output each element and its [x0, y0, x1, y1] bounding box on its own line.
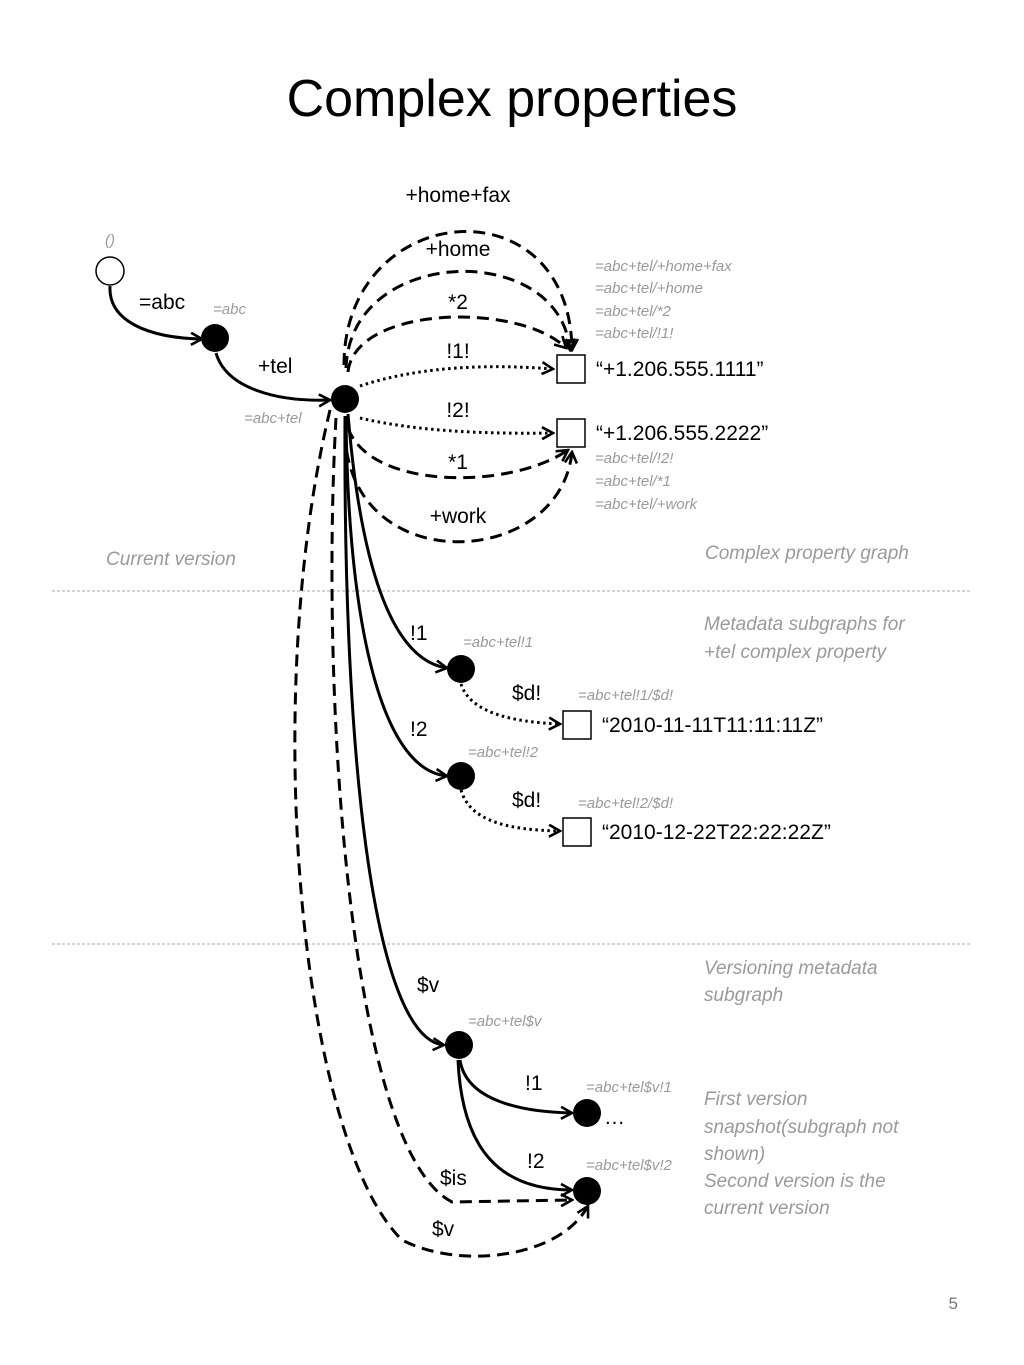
edge-star1 — [346, 427, 568, 480]
edge-two-bang — [359, 416, 553, 433]
tel1-node — [447, 655, 475, 683]
note-first-2: snapshot(subgraph not — [704, 1117, 899, 1138]
note-first-1: First version — [704, 1089, 807, 1110]
note-second-2: current version — [704, 1198, 830, 1219]
edge-label-v1: !1 — [525, 1072, 543, 1095]
note-versioning-2: subgraph — [704, 985, 783, 1006]
address-top-3: =abc+tel/*2 — [595, 303, 672, 320]
edge-label-star1: *1 — [448, 451, 468, 474]
address-abc-tel: =abc+tel — [244, 410, 302, 427]
slide-title: Complex properties — [287, 70, 738, 128]
address-telv: =abc+tel$v — [468, 1013, 543, 1030]
value-date1: “2010-11-11T11:11:11Z” — [602, 714, 823, 737]
edge-star2 — [346, 315, 566, 373]
edge-d2 — [459, 789, 560, 831]
address-tel2: =abc+tel!2 — [468, 744, 539, 761]
edge-tel — [214, 352, 330, 400]
edge-label-meta2: !2 — [410, 718, 428, 741]
address-bottom-1: =abc+tel/!2! — [595, 450, 674, 467]
edge-v2 — [456, 1059, 572, 1190]
edge-label-v: $v — [417, 974, 440, 997]
edge-home-fax — [342, 230, 572, 366]
edge-label-tel: +tel — [258, 355, 292, 378]
note-complex-graph: Complex property graph — [705, 543, 909, 564]
telv-node — [445, 1031, 473, 1059]
edge-label-one-bang: !1! — [446, 340, 469, 363]
edge-home — [344, 270, 570, 369]
address-tel1-d: =abc+tel!1/$d! — [578, 687, 674, 704]
note-versioning-1: Versioning metadata — [704, 958, 878, 979]
phone1-literal-box — [556, 354, 586, 384]
edge-v1 — [458, 1059, 572, 1113]
edge-label-home: +home — [426, 238, 491, 261]
edge-label-work: +work — [430, 505, 487, 528]
edge-abc — [108, 285, 202, 339]
edge-label-meta1: !1 — [410, 622, 428, 645]
edge-label-v2: !2 — [527, 1150, 545, 1173]
address-bottom-2: =abc+tel/*1 — [595, 473, 671, 490]
abc-node — [201, 324, 229, 352]
date1-literal-box — [562, 710, 592, 740]
note-metadata-1: Metadata subgraphs for — [704, 614, 905, 635]
page-number: 5 — [949, 1294, 958, 1313]
address-root: () — [105, 232, 115, 249]
edge-meta2 — [344, 415, 447, 776]
edge-label-d2: $d! — [512, 789, 541, 812]
edge-label-is: $is — [440, 1167, 467, 1190]
address-tel1: =abc+tel!1 — [463, 634, 533, 651]
note-metadata-2: +tel complex property — [704, 642, 888, 663]
edge-label-v-back: $v — [432, 1218, 455, 1241]
edge-label-abc: =abc — [139, 291, 185, 314]
edge-v — [343, 415, 444, 1045]
edge-d1 — [459, 683, 560, 724]
phone2-literal-box — [556, 418, 586, 448]
telv1-node — [573, 1099, 601, 1127]
address-abc: =abc — [213, 301, 246, 318]
root-node — [95, 256, 125, 286]
abc-tel-node — [331, 385, 359, 413]
note-first-3: shown) — [704, 1144, 765, 1165]
value-ellipsis: … — [604, 1106, 625, 1129]
edge-v-back — [293, 409, 588, 1258]
edge-is — [330, 417, 572, 1202]
address-telv2: =abc+tel$v!2 — [586, 1157, 673, 1174]
note-second-1: Second version is the — [704, 1171, 886, 1192]
address-top-1: =abc+tel/+home+fax — [595, 258, 732, 275]
address-top-2: =abc+tel/+home — [595, 280, 703, 297]
address-bottom-3: =abc+tel/+work — [595, 496, 699, 513]
value-phone1: “+1.206.555.1111” — [596, 358, 764, 381]
edge-label-two-bang: !2! — [446, 399, 469, 422]
edge-label-d1: $d! — [512, 682, 541, 705]
edge-meta1 — [346, 413, 447, 668]
address-top-4: =abc+tel/!1! — [595, 325, 674, 342]
value-date2: “2010-12-22T22:22:22Z” — [602, 821, 831, 844]
date2-literal-box — [562, 817, 592, 847]
edge-label-star2: *2 — [448, 291, 468, 314]
address-tel2-d: =abc+tel!2/$d! — [578, 795, 674, 812]
tel2-node — [447, 762, 475, 790]
edge-one-bang — [359, 367, 553, 388]
telv2-node — [573, 1177, 601, 1205]
address-telv1: =abc+tel$v!1 — [586, 1079, 672, 1096]
edge-work — [343, 431, 572, 544]
edge-label-home-fax: +home+fax — [405, 184, 511, 207]
note-current-version: Current version — [106, 549, 236, 570]
value-phone2: “+1.206.555.2222” — [596, 422, 768, 445]
